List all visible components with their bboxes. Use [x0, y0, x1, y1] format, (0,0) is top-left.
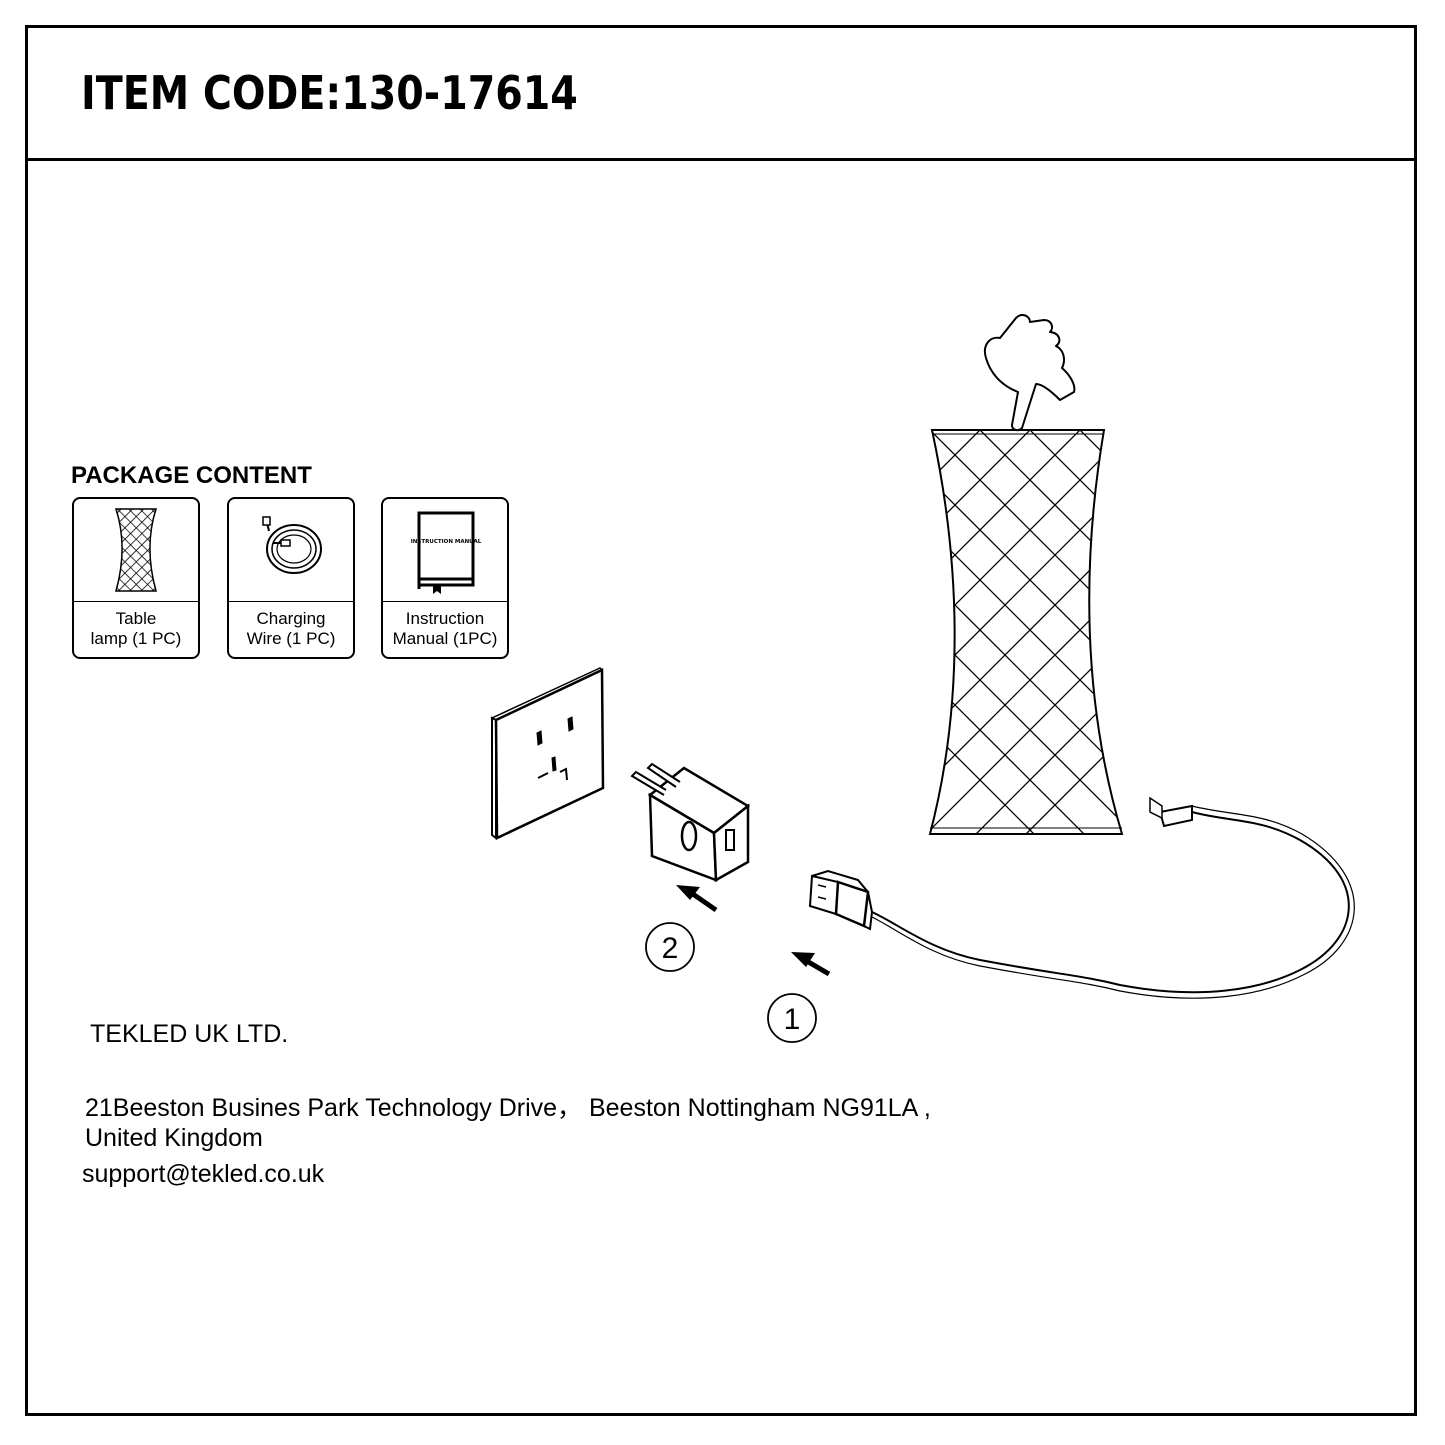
card-label-charging-wire: Charging Wire (1 PC) [229, 609, 353, 649]
support-email[interactable]: support@tekled.co.uk [82, 1160, 325, 1188]
card-label-instruction-manual: Instruction Manual (1PC) [383, 609, 507, 649]
package-card-instruction-manual: INSTRUCTION MANUAL Instruction Manual (1… [381, 497, 509, 659]
item-code: ITEM CODE:130-17614 [81, 66, 578, 120]
package-content-title: PACKAGE CONTENT [71, 462, 312, 489]
label-line: Table [115, 609, 157, 628]
label-line: lamp (1 PC) [90, 629, 182, 648]
cable-coil-icon [262, 516, 322, 574]
card-divider [74, 601, 198, 602]
manual-book-icon: INSTRUCTION MANUAL [411, 511, 482, 594]
label-line: Charging [256, 609, 326, 628]
table-lamp-icon [114, 508, 158, 592]
address-line-2: United Kingdom [85, 1124, 263, 1152]
package-card-charging-wire: Charging Wire (1 PC) [227, 497, 355, 659]
card-label-table-lamp: Table lamp (1 PC) [74, 609, 198, 649]
address-line-1: 21Beeston Busines Park Technology Drive，… [85, 1094, 931, 1122]
label-line: Manual (1PC) [392, 629, 498, 648]
page-frame: ITEM CODE:130-17614 [25, 25, 1417, 1416]
label-line: Wire (1 PC) [246, 629, 336, 648]
package-card-table-lamp: Table lamp (1 PC) [72, 497, 200, 659]
card-divider [383, 601, 507, 602]
manual-book-text: INSTRUCTION MANUAL [411, 539, 482, 545]
company-name: TEKLED UK LTD. [90, 1020, 289, 1048]
header-bar: ITEM CODE:130-17614 [28, 28, 1414, 161]
label-line: Instruction [405, 609, 485, 628]
card-divider [229, 601, 353, 602]
